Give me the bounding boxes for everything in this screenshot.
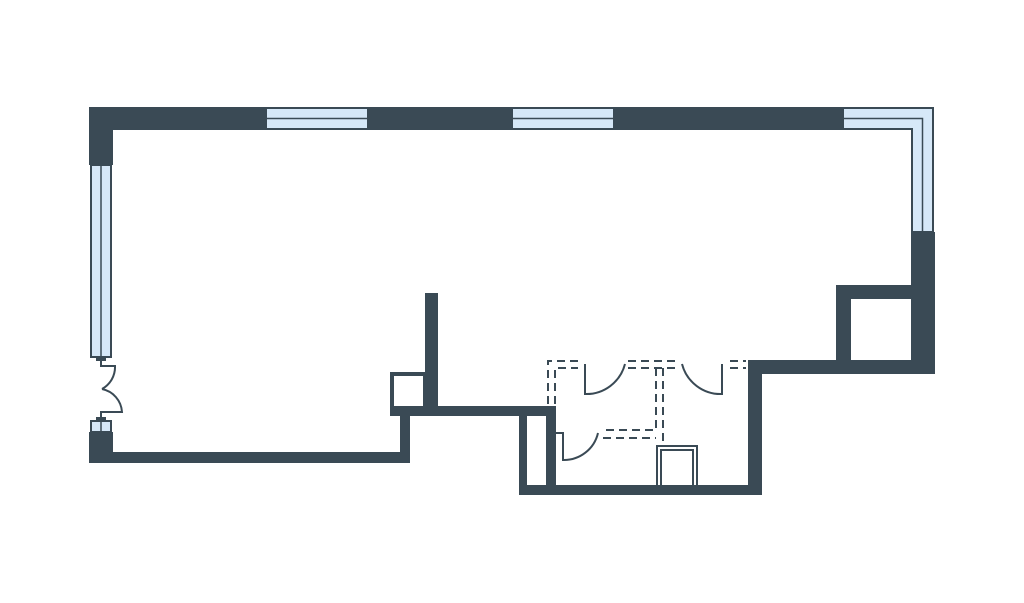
wall-mid-horizontal xyxy=(390,406,555,416)
wall-niche-top xyxy=(836,285,935,299)
door-arc-3 xyxy=(556,432,599,462)
wall-bottom xyxy=(519,485,762,495)
wall-bath-right xyxy=(748,360,762,495)
wall-right xyxy=(911,232,935,374)
walls xyxy=(89,107,935,495)
shower-tray-inner xyxy=(660,449,694,487)
door-arc-1 xyxy=(584,363,626,396)
column-box xyxy=(390,372,427,410)
window-corner-right xyxy=(842,107,934,233)
wall-left-top xyxy=(89,107,113,165)
wall-niche-left xyxy=(836,285,851,374)
door-leaf-upper xyxy=(100,361,117,390)
wall-partition xyxy=(425,293,438,410)
bathroom-fixtures xyxy=(556,363,723,487)
windows xyxy=(90,107,934,433)
wall-top-right xyxy=(614,107,843,130)
door-arc-2 xyxy=(681,363,723,396)
window-glazing-lines xyxy=(100,117,924,432)
dashed-lines xyxy=(547,360,746,444)
wall-top-left xyxy=(89,107,266,130)
door-leaf-lower xyxy=(100,388,124,417)
wall-step xyxy=(400,410,410,463)
wall-top-mid xyxy=(368,107,512,130)
entrance-double-door xyxy=(96,356,124,422)
shower-tray xyxy=(656,445,698,487)
wall-shaft-left xyxy=(519,406,527,495)
wall-bottom-left xyxy=(89,452,410,463)
wall-shaft-right xyxy=(546,406,556,495)
